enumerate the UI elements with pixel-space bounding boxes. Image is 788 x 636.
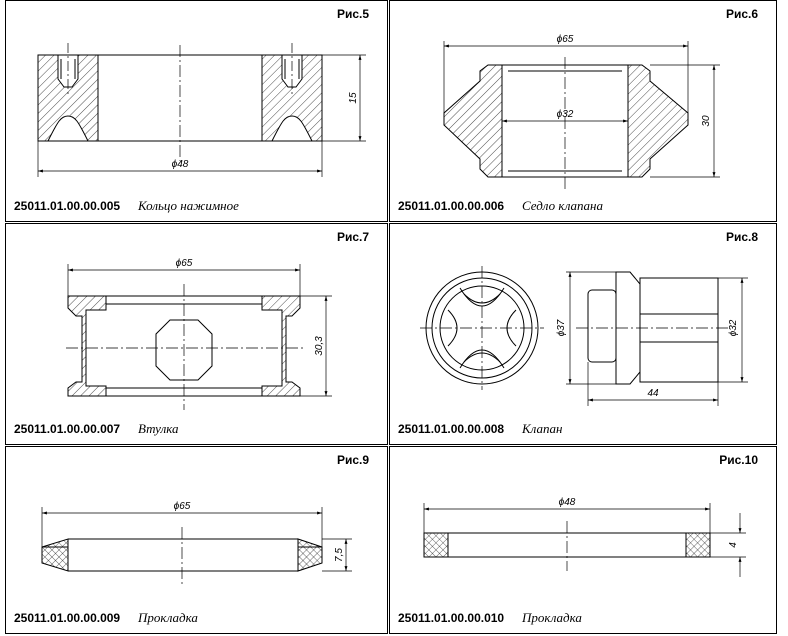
dim-diameter: ϕ65 [174,501,191,512]
panel-fig6: ϕ65 ϕ32 30 Рис.6 25011.01.00.00.006 Седл… [389,0,777,222]
part-code: 25011.01.00.00.005 [14,199,121,213]
dim-height: 15 [348,92,359,104]
figure-label: Рис.9 [336,453,369,467]
dim-outer-diameter: ϕ37 [556,319,567,336]
dim-height: 4 [728,542,739,548]
part-name: Клапан [522,421,563,436]
figure-label: Рис.6 [725,7,758,21]
panel-fig7: ϕ65 30,3 Рис.7 25011.01.00.00.007 Втулка [5,223,388,445]
dim-length: 44 [647,388,659,399]
dim-height: 30,3 [314,336,325,356]
figure-label: Рис.10 [719,453,758,467]
drawing-pressure-ring: ϕ48 15 [37,43,366,177]
part-name: Кольцо нажимное [138,198,239,213]
dim-height: 30 [701,115,712,127]
panel-fig8: ϕ37 ϕ32 44 Рис.8 25011.01.00.00.008 Клап… [389,223,777,445]
drawing-valve: ϕ37 ϕ32 44 [420,266,748,406]
part-code: 25011.01.00.00.007 [14,422,121,436]
part-name: Прокладка [138,610,198,625]
part-name: Прокладка [522,610,582,625]
dim-outer-diameter: ϕ65 [557,34,574,45]
dim-diameter: ϕ65 [176,258,193,269]
part-name: Втулка [138,421,179,436]
drawing-valve-seat: ϕ65 ϕ32 30 [443,34,720,191]
drawing-gasket-48: ϕ48 4 [423,497,746,577]
figure-label: Рис.7 [336,230,369,244]
part-code: 25011.01.00.00.010 [398,611,505,625]
drawing-bushing: ϕ65 30,3 [66,258,332,410]
part-code: 25011.01.00.00.008 [398,422,505,436]
dim-diameter: ϕ48 [172,159,189,170]
dim-inner-diameter: ϕ32 [557,109,574,120]
part-code: 25011.01.00.00.006 [398,199,505,213]
figure-label: Рис.5 [336,7,369,21]
dim-diameter: ϕ48 [559,497,576,508]
panel-fig10: ϕ48 4 Рис.10 25011.01.00.00.010 Прокладк… [389,446,777,634]
part-name: Седло клапана [522,198,603,213]
panel-fig9: ϕ65 7,5 Рис.9 25011.01.00.00.009 Проклад… [5,446,388,634]
figure-label: Рис.8 [725,230,758,244]
dim-inner-diameter: ϕ32 [728,319,739,336]
dim-height: 7,5 [334,548,345,562]
part-code: 25011.01.00.00.009 [14,611,121,625]
drawing-gasket-65: ϕ65 7,5 [41,501,352,585]
panel-fig5: ϕ48 15 Рис.5 25011.01.00.00.005 Кольцо н… [5,0,388,222]
